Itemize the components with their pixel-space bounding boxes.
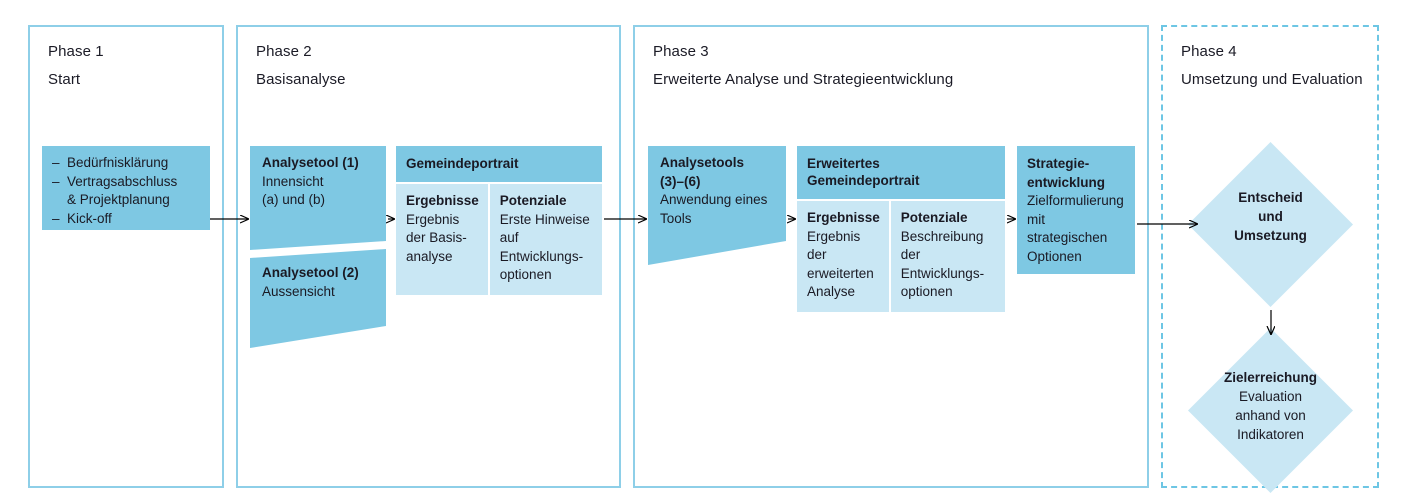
col-title: Ergebnisse (406, 193, 479, 208)
gemeindeportrait-col-ergebnisse: Ergebnisse Ergebnis der Basis-analyse (396, 184, 488, 295)
zielerreichung-text: Zielerreichung Evaluation anhand von Ind… (1188, 368, 1353, 444)
entscheid-umsetzung-text: Entscheid und Umsetzung (1188, 188, 1353, 245)
phase-3-name: Erweiterte Analyse und Strategieentwickl… (653, 71, 954, 88)
diamond-2-line2: Evaluation (1238, 389, 1303, 404)
erweitertes-col-potenziale: Potenziale Beschreibung der Entwicklungs… (888, 201, 1005, 312)
strategie-title-line1: Strategie- (1027, 156, 1090, 171)
list-item-label: Bedürfnisklärung (67, 155, 169, 170)
phase-4-name: Umsetzung und Evaluation (1181, 71, 1363, 88)
erweitertes-gemeindeportrait-header: Erweitertes Gemeindeportrait (797, 146, 1005, 199)
analysetools-shape-group: Analysetools (3)–(6) Anwendung eines Too… (648, 146, 786, 265)
phase-2-name: Basisanalyse (256, 71, 346, 88)
analysetool-2-line1: Aussensicht (262, 283, 335, 299)
dash-marker: – (52, 210, 60, 226)
diamond-1-line3: Umsetzung (1234, 228, 1307, 243)
list-item: & Projektplanung (52, 191, 200, 210)
col-body: Erste Hinweise auf Entwicklungs-optionen (499, 211, 590, 283)
analysetool-1-title: Analysetool (1) (262, 155, 359, 170)
col-title: Potenziale (499, 193, 567, 208)
gemeindeportrait-body: Ergebnisse Ergebnis der Basis-analyse Po… (396, 182, 602, 295)
strategieentwicklung-block: Strategie- entwicklung Zielformulierung … (1017, 146, 1135, 274)
phase-4-number: Phase 4 (1181, 43, 1237, 60)
phase-3-number: Phase 3 (653, 43, 709, 60)
dash-marker: – (52, 173, 60, 189)
diamond-1-title: Entscheid (1238, 190, 1303, 205)
start-bullet-list: –Bedürfnisklärung –Vertragsabschluss & P… (52, 154, 200, 228)
gemeindeportrait-card: Gemeindeportrait Ergebnisse Ergebnis der… (396, 146, 602, 295)
diamond-2-line3: anhand von (1235, 408, 1306, 423)
list-item: –Bedürfnisklärung (52, 154, 200, 173)
analysetool-1-line2: (a) und (b) (262, 192, 326, 207)
list-item-label: Vertragsabschluss (67, 173, 178, 189)
analysetool-shape-group: Analysetool (1) Innensicht (a) und (b) A… (250, 146, 386, 348)
entscheid-umsetzung-diamond: Entscheid und Umsetzung (1188, 142, 1353, 307)
analysetools-body: Anwendung eines Tools (660, 192, 768, 226)
col-body: Ergebnis der Basis-analyse (406, 211, 467, 264)
list-item: –Kick-off (52, 210, 200, 229)
diamond-shape-icon (1188, 328, 1353, 493)
gemeindeportrait-header: Gemeindeportrait (396, 146, 602, 182)
diamond-2-line4: Indikatoren (1237, 427, 1304, 442)
analysetools-slant-shape-icon (648, 146, 786, 265)
phase-1-container: Phase 1 Start (28, 25, 224, 488)
zielerreichung-diamond: Zielerreichung Evaluation anhand von Ind… (1188, 328, 1353, 493)
strategie-body: Zielformulierung mit strategischen Optio… (1027, 193, 1124, 264)
col-body: Ergebnis der erweiterten Analyse (807, 228, 874, 300)
col-title: Potenziale (900, 210, 968, 225)
analysetool-2-title: Analysetool (2) (262, 265, 359, 280)
phase-2-number: Phase 2 (256, 43, 312, 60)
analysetool-1-line1: Innensicht (262, 173, 324, 189)
analysetools-title-line1: Analysetools (660, 155, 745, 170)
list-item-label: Kick-off (67, 210, 112, 226)
col-body: Beschreibung der Entwicklungs-optionen (900, 228, 985, 300)
list-item: –Vertragsabschluss (52, 173, 200, 192)
gemeindeportrait-col-potenziale: Potenziale Erste Hinweise auf Entwicklun… (487, 184, 602, 295)
diamond-2-title: Zielerreichung (1223, 370, 1318, 385)
analysetools-title-line2: (3)–(6) (660, 173, 701, 189)
phase-1-name: Start (48, 71, 81, 88)
dash-marker: – (52, 155, 60, 170)
erweitertes-col-ergebnisse: Ergebnisse Ergebnis der erweiterten Anal… (797, 201, 889, 312)
list-item-label: & Projektplanung (67, 192, 170, 207)
strategie-title-line2: entwicklung (1027, 174, 1106, 190)
col-title: Ergebnisse (807, 210, 880, 225)
analysetools-text: Analysetools (3)–(6) Anwendung eines Too… (660, 154, 788, 228)
phase-1-task-list: –Bedürfnisklärung –Vertragsabschluss & P… (42, 146, 210, 230)
diamond-1-line2: und (1258, 209, 1283, 224)
diamond-shape-icon (1188, 142, 1353, 307)
analysetool-1-text: Analysetool (1) Innensicht (a) und (b) (262, 154, 387, 210)
erweitertes-gemeindeportrait-card: Erweitertes Gemeindeportrait Ergebnisse … (797, 146, 1005, 312)
phase-1-number: Phase 1 (48, 43, 104, 60)
analysetool-slant-shape-icon (250, 146, 386, 348)
analysetool-2-text: Analysetool (2) Aussensicht (262, 264, 387, 301)
erweitertes-gemeindeportrait-body: Ergebnisse Ergebnis der erweiterten Anal… (797, 199, 1005, 312)
